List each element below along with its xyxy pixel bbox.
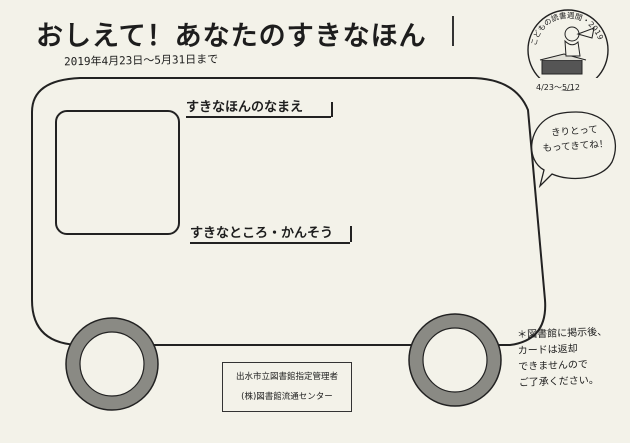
plate-line-1: 出水市立図書館指定管理者 (235, 372, 338, 382)
favorite-part-tick (350, 226, 352, 242)
front-wheel-inner (79, 331, 145, 397)
book-cover-box[interactable] (55, 110, 180, 235)
badge-dates: 4/23～5/12 (536, 83, 580, 92)
bubble-text: きりとって もってきてね！ (537, 121, 613, 156)
book-name-underline (186, 116, 331, 118)
bus-body (31, 77, 547, 346)
favorite-part-label: すきなところ・かんそう (190, 226, 334, 241)
book-name-tick (331, 102, 333, 117)
title-divider (452, 16, 454, 46)
page-title: おしえて！あなたのすきなほん (36, 21, 427, 52)
childrens-reading-week-badge: こどもの読書週間・2019 (527, 9, 609, 91)
book-name-label: すきなほんのなまえ (186, 100, 304, 115)
return-note: ＊図書館に掲示後、 カードは返却 できませんので ご了承ください。 (517, 324, 627, 392)
license-plate-credit: 出水市立図書館指定管理者 (株)図書館流通センター (222, 362, 352, 412)
speech-bubble (531, 111, 617, 189)
favorite-part-underline (190, 242, 350, 244)
period-text: 2019年4月23日～5月31日まで (63, 52, 219, 69)
rear-wheel-inner (422, 327, 488, 393)
plate-line-2: (株)図書館流通センター (241, 392, 333, 402)
